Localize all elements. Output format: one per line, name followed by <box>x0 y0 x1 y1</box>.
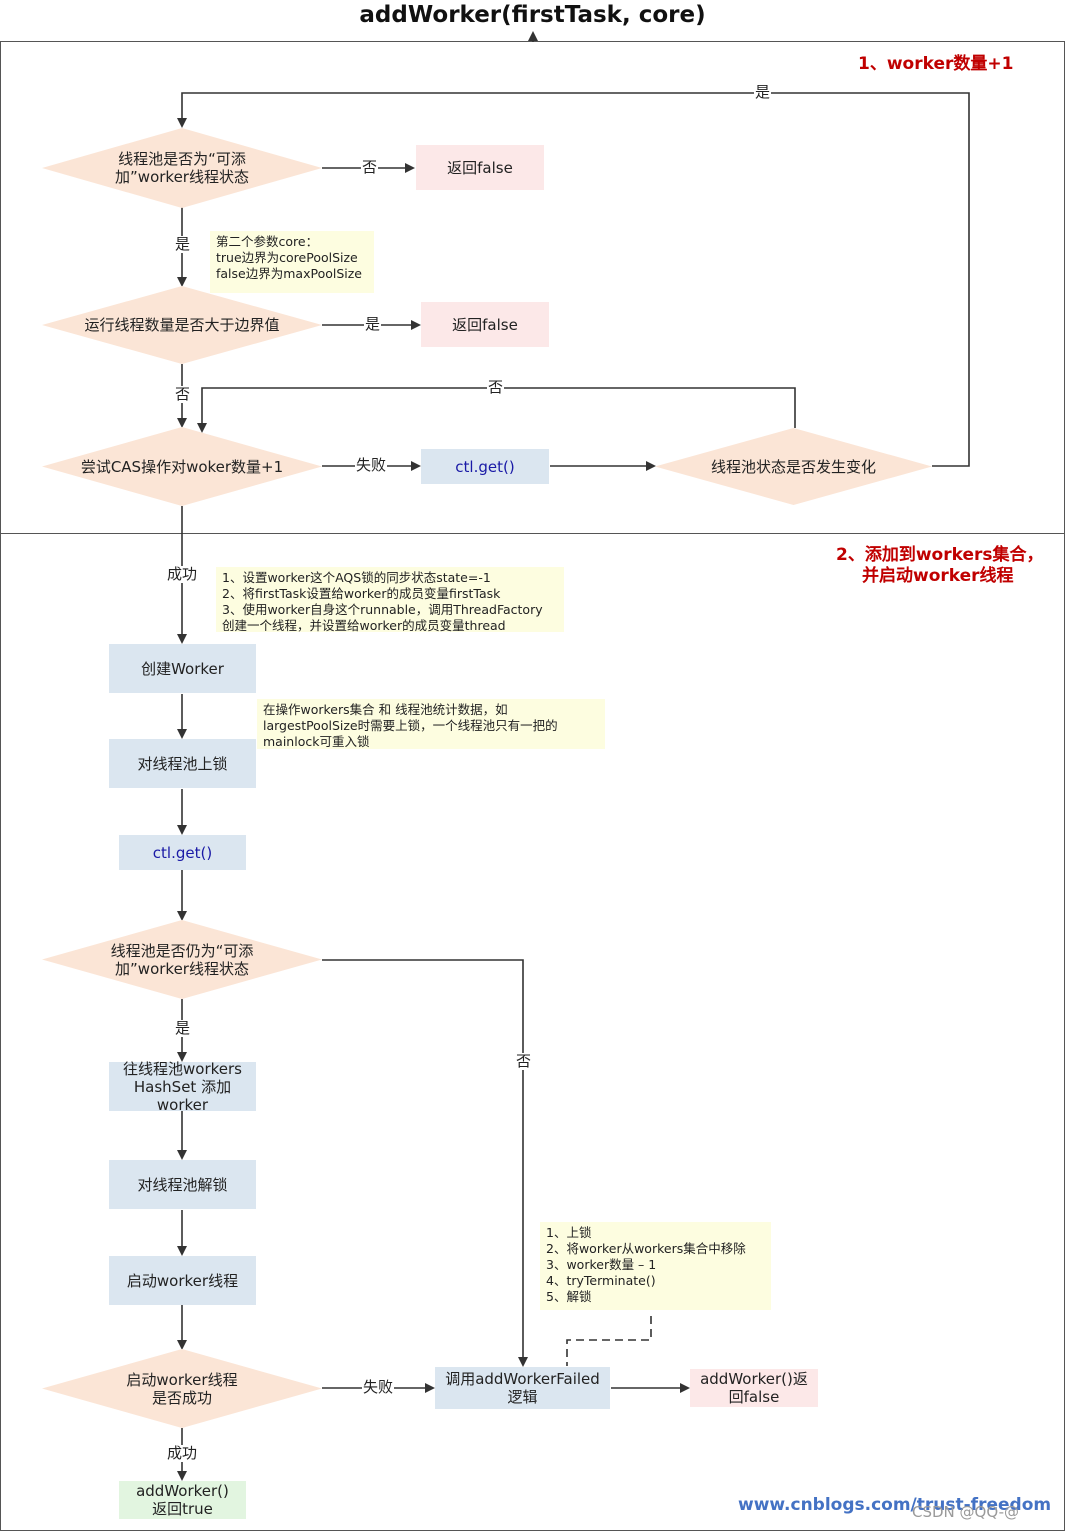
label-still-yes: 是 <box>174 1019 192 1037</box>
note-failed: 1、上锁 2、将worker从workers集合中移除 3、worker数量 –… <box>540 1222 771 1310</box>
create-worker-box: 创建Worker <box>109 644 256 693</box>
edge-changed-yes <box>177 92 970 467</box>
unlock-box: 对线程池解锁 <box>109 1160 256 1209</box>
note-lock: 在操作workers集合 和 线程池统计数据，如 largestPoolSize… <box>257 699 605 749</box>
label-cas-fail: 失败 <box>355 456 388 474</box>
label-bound-yes: 是 <box>364 315 382 333</box>
section-1-label: 1、worker数量+1 <box>858 54 1014 74</box>
section-2-label-line2: 并启动worker线程 <box>862 566 1014 586</box>
note-core-param: 第二个参数core： true边界为corePoolSize false边界为m… <box>210 231 374 293</box>
footer-url: www.cnblogs.com/trust-freedom <box>738 1495 1052 1515</box>
return-false-final-box: addWorker()返回false <box>690 1369 818 1407</box>
add-worker-box: 往线程池workers HashSet 添加worker <box>109 1060 256 1114</box>
return-false-box-2: 返回false <box>421 302 549 347</box>
decision-still: 线程池是否仍为“可添加”worker线程状态 <box>42 920 322 999</box>
edge-still-no <box>322 959 528 1367</box>
label-state-no: 否 <box>361 158 379 176</box>
decision-bound: 运行线程数量是否大于边界值 <box>42 286 322 364</box>
decision-changed-label: 线程池状态是否发生变化 <box>710 457 876 476</box>
label-cas-success: 成功 <box>166 565 199 583</box>
label-state-yes: 是 <box>174 235 192 253</box>
return-false-box-1: 返回false <box>416 145 544 190</box>
label-bound-no: 否 <box>174 385 192 403</box>
start-thread-box: 启动worker线程 <box>109 1256 256 1305</box>
return-true-box: addWorker()返回true <box>119 1481 246 1519</box>
decision-cas: 尝试CAS操作对woker数量+1 <box>42 427 322 506</box>
label-started-fail: 失败 <box>362 1378 395 1396</box>
csdn-watermark: CSDN @QQ-@ <box>912 1503 1019 1521</box>
label-changed-yes: 是 <box>754 83 772 101</box>
decision-cas-label: 尝试CAS操作对woker数量+1 <box>80 457 284 476</box>
note-failed-connector <box>566 1316 652 1366</box>
decision-started: 启动worker线程是否成功 <box>42 1349 322 1428</box>
decision-state: 线程池是否为“可添加”worker线程状态 <box>42 128 322 208</box>
diagram-title: addWorker(firstTask, core) <box>359 2 706 28</box>
decision-started-label: 启动worker线程是否成功 <box>126 1370 238 1407</box>
decision-bound-label: 运行线程数量是否大于边界值 <box>84 316 280 334</box>
section-2-label-line1: 2、添加到workers集合， <box>836 545 1044 565</box>
note-create-worker: 1、设置worker这个AQS锁的同步状态state=-1 2、将firstTa… <box>216 567 564 633</box>
decision-still-label: 线程池是否仍为“可添加”worker线程状态 <box>110 941 254 978</box>
ctl-get-box-1: ctl.get() <box>421 449 549 484</box>
ctl-get-box-2: ctl.get() <box>119 835 246 870</box>
label-still-no: 否 <box>515 1052 533 1070</box>
label-changed-no: 否 <box>487 378 505 396</box>
decision-changed: 线程池状态是否发生变化 <box>655 428 932 505</box>
decision-state-label: 线程池是否为“可添加”worker线程状态 <box>115 150 249 186</box>
add-worker-failed-box: 调用addWorkerFailed逻辑 <box>435 1367 610 1409</box>
label-started-success: 成功 <box>166 1444 199 1462</box>
lock-box: 对线程池上锁 <box>109 739 256 788</box>
